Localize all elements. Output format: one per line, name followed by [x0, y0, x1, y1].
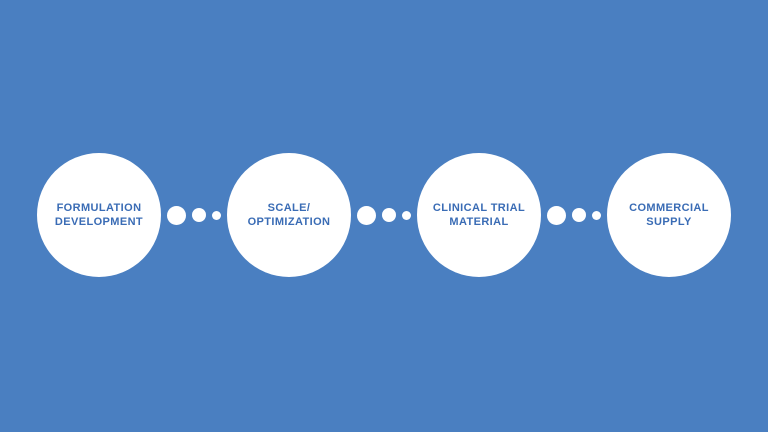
connector-dot-large	[167, 205, 186, 225]
stage-scale-optimization: SCALE/ OPTIMIZATION	[227, 153, 351, 277]
stage-label: CLINICAL TRIAL MATERIAL	[432, 201, 526, 228]
connector-dot-medium	[382, 208, 396, 222]
connector-dot-medium	[192, 208, 206, 222]
connector-dots-3	[547, 205, 601, 225]
connector-dot-small	[592, 210, 601, 220]
connector-dot-medium	[572, 208, 586, 222]
connector-dot-small	[212, 210, 221, 220]
connector-dots-2	[357, 205, 411, 225]
stage-commercial-supply: COMMERCIAL SUPPLY	[607, 153, 731, 277]
process-diagram: FORMULATION DEVELOPMENT SCALE/ OPTIMIZAT…	[0, 153, 768, 277]
stage-label: COMMERCIAL SUPPLY	[629, 201, 709, 228]
connector-dot-large	[547, 205, 566, 225]
connector-dots-1	[167, 205, 221, 225]
stage-label: FORMULATION DEVELOPMENT	[54, 201, 144, 228]
stage-clinical-trial-material: CLINICAL TRIAL MATERIAL	[417, 153, 541, 277]
stage-label: SCALE/ OPTIMIZATION	[247, 201, 331, 228]
connector-dot-large	[357, 205, 376, 225]
stage-formulation-development: FORMULATION DEVELOPMENT	[37, 153, 161, 277]
connector-dot-small	[402, 210, 411, 220]
